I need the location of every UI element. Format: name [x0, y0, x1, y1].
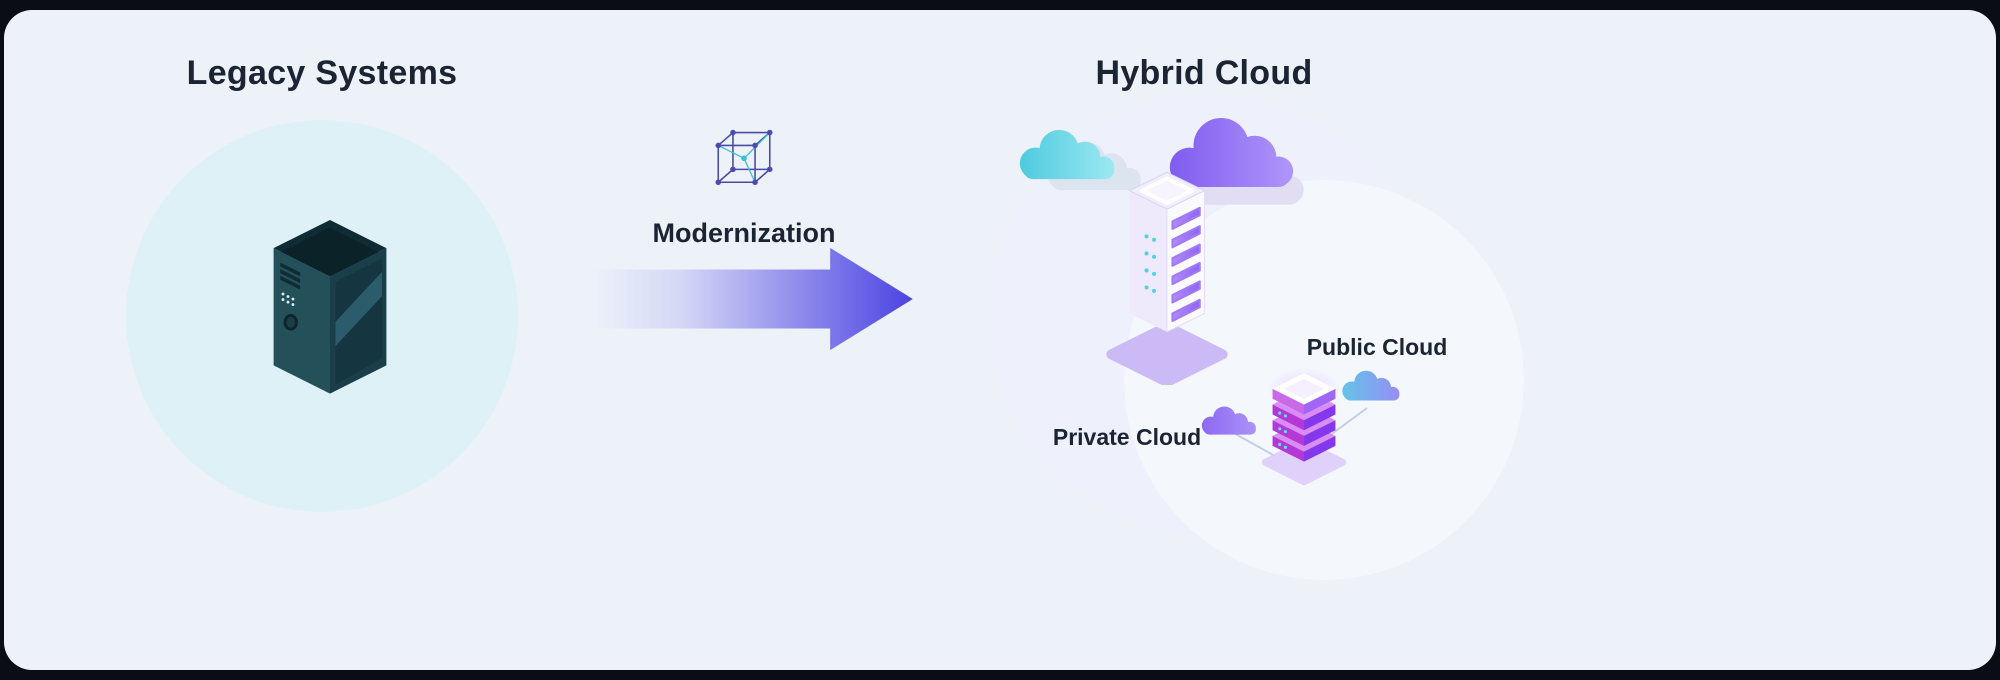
modernization-label: Modernization [652, 218, 836, 248]
cyan-cloud-icon [1010, 122, 1128, 185]
mini-server-svg [1261, 367, 1347, 486]
private-cloud-label: Private Cloud [1052, 424, 1202, 450]
hybrid-tower-svg [1106, 171, 1228, 388]
purple-cloud-icon [1156, 108, 1304, 199]
arrow-svg [589, 247, 913, 351]
cube-icon [698, 116, 790, 208]
small-purple-cloud-icon [1196, 402, 1264, 438]
small-cyan-cloud-icon [1336, 366, 1408, 404]
legacy-server-icon [247, 210, 413, 398]
purple-cloud-svg [1169, 117, 1294, 188]
small-purple-cloud-svg [1201, 406, 1256, 435]
cyan-cloud-svg [1019, 129, 1115, 180]
hybrid-title: Hybrid Cloud [1095, 54, 1313, 92]
mini-server-icon [1254, 360, 1354, 489]
cube-icon-svg [715, 129, 773, 185]
hybrid-tower-icon [1092, 160, 1242, 388]
diagram-panel: Legacy Systems Hybrid Cloud [4, 10, 1996, 670]
legacy-title: Legacy Systems [186, 54, 458, 92]
public-cloud-label: Public Cloud [1306, 334, 1448, 360]
legacy-server-svg [273, 219, 387, 394]
small-cyan-cloud-svg [1342, 370, 1400, 401]
modernization-arrow-icon [589, 240, 914, 358]
